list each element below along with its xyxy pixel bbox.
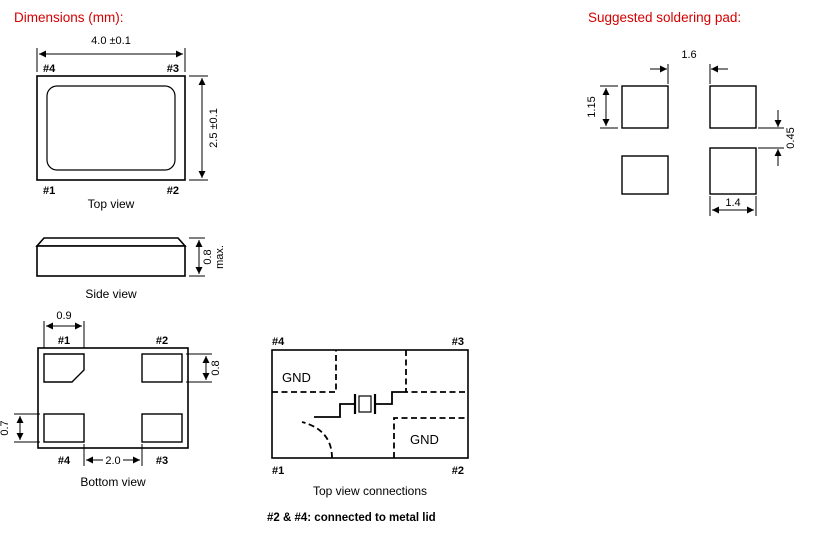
connections-pin-2-label: #2 <box>452 465 464 477</box>
connections-pin-4-label: #4 <box>272 336 285 348</box>
soldering-horizontal-gap-dimension: 1.6 <box>650 49 728 84</box>
top-view-body <box>36 75 186 181</box>
crystal-body <box>358 395 372 413</box>
bottom-view-pad-2 <box>141 353 183 383</box>
bottom-view-caption: Bottom view <box>80 475 146 489</box>
crystal-lead-right <box>375 391 406 405</box>
gnd-region-top-left-boundary <box>272 350 337 393</box>
bottom-view-pad-3 <box>141 413 183 443</box>
top-view-pin-3-label: #3 <box>167 63 179 75</box>
dimensions-header: Dimensions (mm): <box>14 10 124 25</box>
soldering-pad-diagram: 1.6 1.15 0.45 1.4 <box>586 49 797 216</box>
side-view-height-dimension: 0.8 max. <box>189 237 226 277</box>
connections-gnd-bottom-right-label: GND <box>410 432 439 447</box>
top-view-width-dim-label: 4.0 ±0.1 <box>91 35 131 47</box>
crystal-symbol <box>314 391 406 418</box>
side-view-lid <box>35 237 187 247</box>
side-view-caption: Side view <box>85 287 137 301</box>
connections-diagram: #4 #3 GND GND #1 #2 Top view connections <box>271 336 469 498</box>
pin1-region-boundary <box>301 421 333 459</box>
bottom-view-pin-4-label: #4 <box>58 455 71 467</box>
soldering-pad-height-dimension: 1.15 <box>586 85 618 129</box>
top-view-caption: Top view <box>88 197 135 211</box>
bottom-view-pad-spacing-dim-label: 2.0 <box>105 455 120 467</box>
top-view-pin-1-label: #1 <box>43 185 55 197</box>
soldering-horizontal-gap-dim-label: 1.6 <box>681 49 696 61</box>
bottom-view-diagram: 0.9 #1 #2 0.8 0.7 2.0 <box>0 310 222 489</box>
bottom-view-pad-4 <box>43 413 85 443</box>
bottom-view-pad-width-dim-label: 0.9 <box>56 310 71 322</box>
soldering-pad-height-dim-label: 1.15 <box>586 96 598 117</box>
top-view-height-dim-label: 2.5 ±0.1 <box>208 108 220 148</box>
bottom-view-pin-1-label: #1 <box>58 335 70 347</box>
connections-pin-3-label: #3 <box>452 336 464 348</box>
side-view-body <box>36 245 186 277</box>
side-view-diagram: 0.8 max. Side view <box>35 237 226 301</box>
bottom-view-pad-1 <box>43 353 85 383</box>
side-view-height-qualifier-label: max. <box>214 245 226 269</box>
bottom-view-right-pad-height-dimension: 0.8 <box>186 353 222 383</box>
top-view-lid-outline <box>46 85 176 171</box>
soldering-pad-bottom-left <box>621 155 669 195</box>
connections-caption: Top view connections <box>313 484 427 498</box>
bottom-view-right-pad-height-dim-label: 0.8 <box>210 360 222 375</box>
top-view-pin-2-label: #2 <box>167 185 179 197</box>
bottom-view-left-pad-height-dimension: 0.7 <box>0 413 40 443</box>
metal-lid-note: #2 & #4: connected to metal lid <box>267 512 436 524</box>
top-view-height-dimension: 2.5 ±0.1 <box>189 75 220 181</box>
soldering-pad-width-dimension: 1.4 <box>709 196 757 216</box>
bottom-view-pin-3-label: #3 <box>156 455 168 467</box>
top-view-pin-4-label: #4 <box>43 63 56 75</box>
soldering-pad-top-left <box>621 85 669 129</box>
soldering-pad-width-dim-label: 1.4 <box>725 197 740 209</box>
soldering-vertical-gap-dimension: 0.45 <box>758 110 797 166</box>
crystal-lead-left <box>314 403 355 418</box>
top-view-width-dimension: 4.0 ±0.1 <box>36 35 186 72</box>
bottom-view-pin-2-label: #2 <box>156 335 168 347</box>
soldering-vertical-gap-dim-label: 0.45 <box>785 127 797 148</box>
soldering-pad-bottom-right <box>709 147 757 195</box>
connections-pin-1-label: #1 <box>272 465 284 477</box>
soldering-pad-top-right <box>709 85 757 129</box>
connections-gnd-top-left-label: GND <box>282 370 311 385</box>
soldering-header: Suggested soldering pad: <box>588 10 742 25</box>
side-view-height-dim-label: 0.8 <box>202 249 214 264</box>
gnd-region-bottom-right-boundary <box>393 417 468 458</box>
bottom-view-pad-width-dimension: 0.9 <box>43 310 85 352</box>
top-view-diagram: 4.0 ±0.1 #4 #3 #1 #2 2.5 ±0.1 Top view <box>36 35 220 211</box>
bottom-view-pad-spacing-dimension: 2.0 <box>83 444 143 467</box>
bottom-view-left-pad-height-dim-label: 0.7 <box>0 420 11 435</box>
